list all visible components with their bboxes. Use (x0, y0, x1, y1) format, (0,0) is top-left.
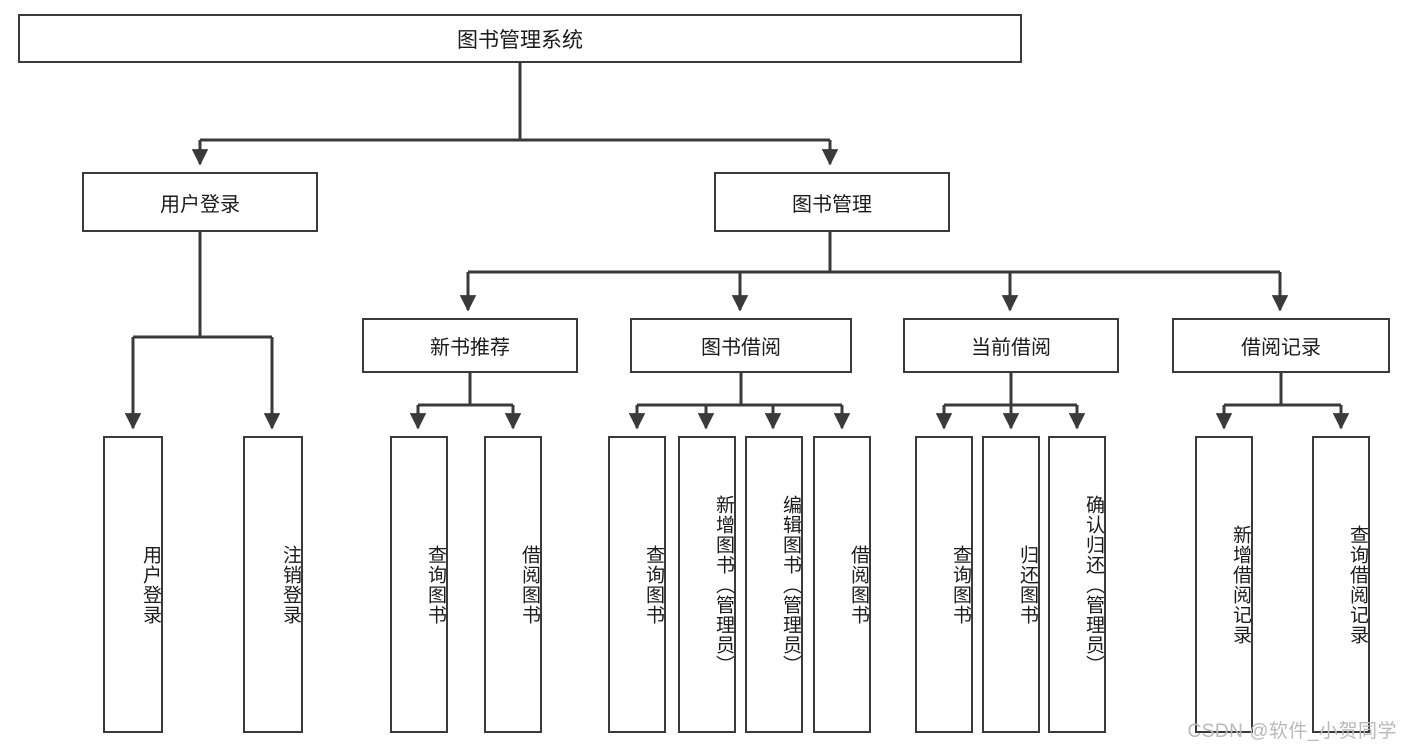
node-book-management[interactable]: 图书管理 (714, 172, 950, 232)
leaf-book-borrow-add[interactable]: 新增图书（管理员） (678, 436, 736, 733)
node-label: 图书借阅 (701, 337, 781, 359)
leaf-current-borrow-query[interactable]: 查询图书 (915, 436, 973, 733)
leaf-borrow-record-query[interactable]: 查询借阅记录 (1312, 436, 1370, 733)
node-label: 图书管理系统 (457, 28, 583, 52)
leaf-book-borrow-query[interactable]: 查询图书 (608, 436, 666, 733)
node-label: 借阅图书 (848, 544, 869, 625)
node-label: 当前借阅 (971, 337, 1051, 359)
node-root-system[interactable]: 图书管理系统 (18, 14, 1022, 63)
node-label: 借阅记录 (1241, 337, 1321, 359)
leaf-user-login-login[interactable]: 用户登录 (103, 436, 163, 733)
node-label: 借阅图书 (519, 544, 540, 625)
node-label: 用户登录 (140, 544, 161, 625)
leaf-book-borrow-borrow[interactable]: 借阅图书 (813, 436, 871, 733)
node-label: 确认归还（管理员） (1083, 494, 1104, 675)
node-label: 查询图书 (950, 544, 971, 625)
node-label: 归还图书 (1017, 544, 1038, 625)
node-label: 注销登录 (280, 544, 301, 625)
leaf-book-borrow-edit[interactable]: 编辑图书（管理员） (745, 436, 803, 733)
node-label: 查询图书 (425, 544, 446, 625)
node-label: 新增借阅记录 (1230, 524, 1251, 645)
node-borrow-record[interactable]: 借阅记录 (1172, 318, 1390, 373)
node-new-book-recommend[interactable]: 新书推荐 (362, 318, 578, 373)
leaf-borrow-record-add[interactable]: 新增借阅记录 (1195, 436, 1253, 733)
node-label: 图书管理 (792, 193, 872, 216)
node-current-borrow[interactable]: 当前借阅 (903, 318, 1119, 373)
leaf-current-borrow-confirm-return[interactable]: 确认归还（管理员） (1048, 436, 1106, 733)
node-label: 查询图书 (643, 544, 664, 625)
node-label: 新增图书（管理员） (713, 494, 734, 675)
leaf-new-book-borrow[interactable]: 借阅图书 (484, 436, 542, 733)
node-label: 用户登录 (160, 193, 240, 216)
node-book-borrow[interactable]: 图书借阅 (630, 318, 852, 373)
node-label: 查询借阅记录 (1347, 524, 1368, 645)
node-label: 编辑图书（管理员） (780, 494, 801, 675)
node-user-login[interactable]: 用户登录 (82, 172, 318, 232)
watermark: CSDN @软件_小贺同学 (1187, 721, 1397, 742)
leaf-new-book-query[interactable]: 查询图书 (390, 436, 448, 733)
leaf-user-login-logout[interactable]: 注销登录 (243, 436, 303, 733)
leaf-current-borrow-return[interactable]: 归还图书 (982, 436, 1040, 733)
node-label: 新书推荐 (430, 337, 510, 359)
